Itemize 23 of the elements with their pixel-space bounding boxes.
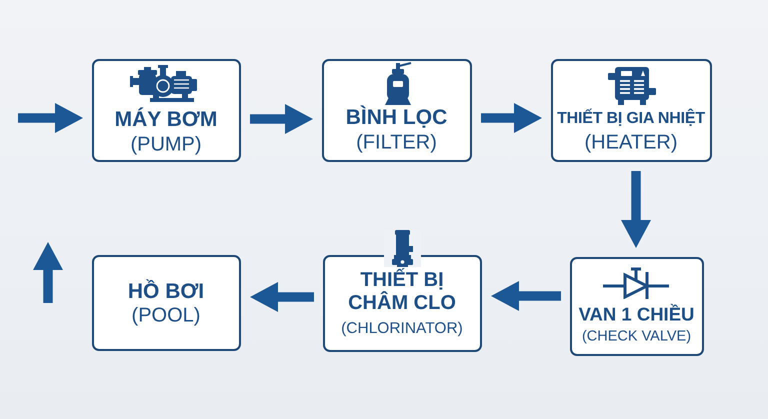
step-title: THIẾT BỊ GIA NHIỆT: [557, 109, 705, 128]
step-subtitle: (POOL): [132, 304, 200, 327]
flow-arrow: [621, 171, 651, 248]
process-box: [570, 257, 704, 356]
flow-arrow: [491, 281, 561, 311]
flow-arrow: [481, 103, 542, 133]
process-box: [92, 59, 241, 162]
process-box: [322, 59, 472, 162]
step-title: THIẾT BỊ CHÂM CLO: [347, 268, 457, 314]
step-title: BÌNH LỌC: [346, 105, 448, 130]
flow-arrow: [18, 103, 83, 133]
flow-arrow: [250, 282, 314, 312]
flow-arrow: [250, 104, 313, 134]
step-title: MÁY BƠM: [114, 107, 218, 132]
step-subtitle: (CHLORINATOR): [341, 320, 463, 338]
step-subtitle: (FILTER): [356, 131, 437, 154]
process-box: [551, 59, 712, 162]
process-box: [92, 255, 241, 351]
step-subtitle: (CHECK VALVE): [582, 328, 692, 345]
step-subtitle: (PUMP): [130, 133, 202, 156]
step-subtitle: (HEATER): [584, 131, 678, 154]
step-title: VAN 1 CHIỀU: [578, 302, 694, 324]
step-title: HỒ BƠI: [128, 279, 204, 304]
